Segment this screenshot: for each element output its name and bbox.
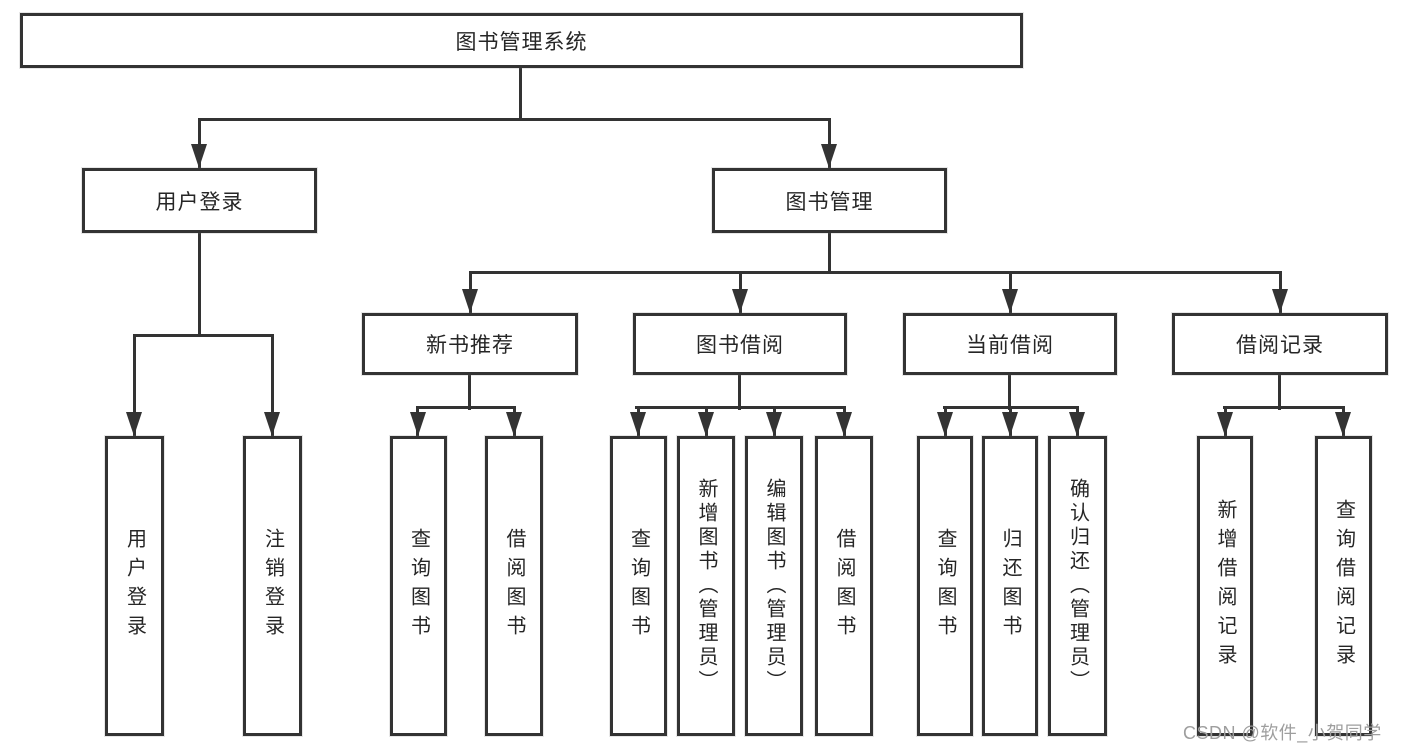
arrow-down-icon — [191, 144, 207, 168]
arrow-down-icon — [1002, 412, 1018, 436]
node-label: 当前借阅 — [966, 334, 1054, 357]
node-label: 归还图书 — [999, 528, 1021, 644]
connector-line — [738, 373, 741, 410]
leaf-query-books-current: 查询图书 — [917, 436, 973, 736]
arrow-down-icon — [937, 412, 953, 436]
leaf-query-books-borrowing: 查询图书 — [610, 436, 667, 736]
arrow-down-icon — [126, 412, 142, 436]
connector-line — [635, 406, 845, 409]
node-label: 借阅记录 — [1236, 334, 1324, 357]
leaf-add-books-admin: 新增图书（管理员） — [677, 436, 735, 736]
arrow-down-icon — [766, 412, 782, 436]
connector-line — [198, 118, 201, 168]
connector-line — [468, 373, 471, 410]
arrow-down-icon — [630, 412, 646, 436]
arrow-down-icon — [1217, 412, 1233, 436]
connector-line — [1223, 406, 1345, 409]
arrow-down-icon — [1335, 412, 1351, 436]
node-label: 图书管理 — [785, 190, 874, 214]
leaf-borrow-books-recommend: 借阅图书 — [485, 436, 543, 736]
leaf-edit-books-admin: 编辑图书（管理员） — [745, 436, 803, 736]
leaf-query-borrow-record: 查询借阅记录 — [1315, 436, 1372, 736]
csdn-watermark: CSDN @软件_小贺同学 — [1183, 723, 1382, 743]
node-label: 新增图书（管理员） — [695, 478, 717, 694]
node-label: 确认归还（管理员） — [1066, 478, 1089, 694]
leaf-confirm-return-admin: 确认归还（管理员） — [1048, 436, 1107, 736]
leaf-query-books-recommend: 查询图书 — [390, 436, 447, 736]
node-label: 用户登录 — [123, 528, 146, 644]
node-label: 图书借阅 — [696, 334, 784, 357]
connector-line — [469, 271, 1282, 274]
connector-line — [198, 118, 831, 121]
arrow-down-icon — [462, 289, 478, 313]
connector-line — [828, 118, 831, 168]
arrow-down-icon — [732, 289, 748, 313]
node-label: 新书推荐 — [426, 334, 514, 357]
node-label: 查询图书 — [934, 528, 956, 644]
arrow-down-icon — [506, 412, 522, 436]
arrow-down-icon — [410, 412, 426, 436]
arrow-down-icon — [836, 412, 852, 436]
arrow-down-icon — [698, 412, 714, 436]
connector-line — [1008, 373, 1011, 410]
leaf-logout: 注销登录 — [243, 436, 302, 736]
node-current-borrowing: 当前借阅 — [903, 313, 1117, 375]
leaf-user-login: 用户登录 — [105, 436, 164, 736]
leaf-add-borrow-record: 新增借阅记录 — [1197, 436, 1253, 736]
node-label: 查询借阅记录 — [1332, 499, 1355, 673]
node-user-login-branch: 用户登录 — [82, 168, 317, 233]
connector-line — [271, 334, 274, 436]
node-label: 新增借阅记录 — [1214, 499, 1236, 673]
node-book-borrowing: 图书借阅 — [633, 313, 847, 375]
arrow-down-icon — [1069, 412, 1085, 436]
node-label: 图书管理系统 — [455, 30, 588, 54]
connector-line — [133, 334, 136, 436]
node-book-management-branch: 图书管理 — [712, 168, 947, 233]
node-label: 编辑图书（管理员） — [763, 478, 785, 694]
leaf-borrow-books: 借阅图书 — [815, 436, 873, 736]
connector-line — [828, 231, 831, 274]
node-label: 借阅图书 — [833, 528, 855, 644]
connector-line — [198, 231, 201, 337]
leaf-return-books: 归还图书 — [982, 436, 1038, 736]
arrow-down-icon — [821, 144, 837, 168]
node-label: 注销登录 — [261, 528, 284, 644]
connector-line — [416, 406, 516, 409]
node-label: 查询图书 — [627, 528, 650, 644]
node-label: 查询图书 — [407, 528, 430, 644]
node-label: 用户登录 — [155, 190, 244, 214]
node-borrowing-records: 借阅记录 — [1172, 313, 1388, 375]
connector-line — [133, 334, 274, 337]
node-new-book-recommend: 新书推荐 — [362, 313, 578, 375]
connector-line — [1278, 373, 1281, 410]
connector-line — [519, 66, 522, 121]
arrow-down-icon — [1272, 289, 1288, 313]
node-label: 借阅图书 — [503, 528, 525, 644]
arrow-down-icon — [264, 412, 280, 436]
arrow-down-icon — [1002, 289, 1018, 313]
node-root: 图书管理系统 — [20, 13, 1023, 68]
